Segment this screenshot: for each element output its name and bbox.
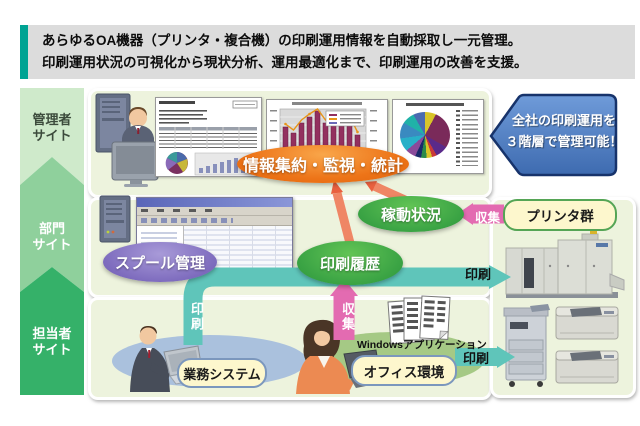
collect-flow-label-vertical: 収集 <box>340 302 355 332</box>
pie-icon <box>400 112 450 158</box>
site-level-chevrons <box>20 88 84 395</box>
sidebar-item-admin-site: 管理者 サイト <box>32 112 72 143</box>
laser-printer-icon <box>555 350 619 384</box>
sidebar-item-staff-site: 担当者 サイト <box>32 326 72 357</box>
header-banner: あらゆるOA機器（プリンタ・複合機）の印刷運用情報を自動採取し一元管理。 印刷運… <box>20 25 635 79</box>
server-icon <box>99 195 131 243</box>
pie-legend-chips <box>456 110 460 166</box>
print-flow-label-bottom: 印刷 <box>463 351 490 366</box>
print-flow-label-mid: 印刷 <box>465 267 492 282</box>
badge-operating-status: 稼動状況 <box>358 196 464 232</box>
printer-group-label: プリンタ群 <box>503 199 617 231</box>
badge-print-history: 印刷履歴 <box>297 241 403 285</box>
callout-shape <box>489 93 618 177</box>
badge-aggregate: 情報集約・監視・統計 <box>237 145 409 183</box>
bar-chart-thumbnail <box>266 99 388 172</box>
header-line-1: あらゆるOA機器（プリンタ・複合機）の印刷運用情報を自動採取し一元管理。 <box>42 33 522 48</box>
callout-text: 全社の印刷運用を ３階層で管理可能！ <box>505 110 623 152</box>
chevron-department <box>20 157 84 292</box>
header-line-2: 印刷運用状況の可視化から現状分析、運用最適化まで、印刷運用の改善を支援。 <box>42 54 528 70</box>
admin-workstation-icon <box>95 93 159 187</box>
callout-balloon <box>489 93 618 177</box>
business-system-label: 業務システム <box>177 358 267 388</box>
sidebar-item-department-site: 部門 サイト <box>32 221 72 252</box>
collect-flow-label-right: 収集 <box>475 211 501 225</box>
office-env-label: オフィス環境 <box>351 355 457 386</box>
chevron-staff <box>20 267 84 395</box>
print-flow-label-vertical: 印刷 <box>189 302 204 332</box>
copier-icon <box>503 304 550 387</box>
callout-line-2: ３階層で管理可能！ <box>505 134 623 149</box>
window-menu-bar <box>137 207 292 216</box>
pie-title-line <box>406 103 464 106</box>
laser-printer-icon <box>555 306 619 340</box>
callout-line-1: 全社の印刷運用を <box>511 113 616 128</box>
production-printer-icon <box>505 229 625 298</box>
chevron-admin <box>20 88 84 185</box>
header-text: あらゆるOA機器（プリンタ・複合機）の印刷運用情報を自動採取し一元管理。 印刷運… <box>42 30 527 73</box>
badge-spool: スプール管理 <box>103 242 217 282</box>
window-title-bar <box>137 198 292 207</box>
pie-legend-lines <box>462 110 478 166</box>
header-accent-bar <box>20 25 28 79</box>
window-toolbar <box>137 216 292 226</box>
